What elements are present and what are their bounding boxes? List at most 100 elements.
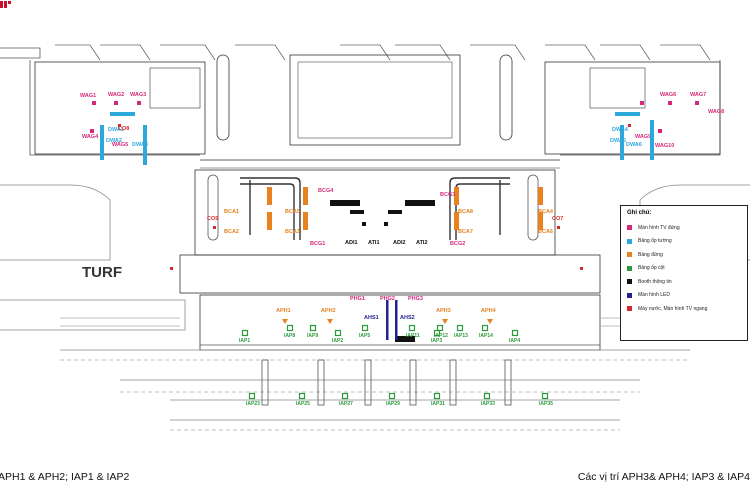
legend-swatch [627, 225, 632, 231]
legend-label: Màn hình LED [638, 292, 670, 299]
standing-board-marker [267, 212, 272, 230]
map-label-iap2: IAP2 [332, 338, 343, 344]
water-marker [628, 124, 631, 127]
water-marker [213, 226, 216, 229]
wall-panel-marker [100, 125, 104, 160]
map-label-co9: CO9 [207, 216, 218, 222]
legend-item: Bảng đứng [627, 248, 743, 262]
standing-board-marker [454, 212, 459, 230]
map-label-ahs1: AHS1 [364, 315, 379, 321]
water-marker [580, 267, 583, 270]
tv-marker [92, 101, 96, 105]
legend-swatch [627, 306, 632, 312]
tv-marker [695, 101, 699, 105]
map-label-aph1: APH1 [276, 308, 291, 314]
led-marker [386, 300, 389, 340]
aph-marker [442, 319, 448, 324]
map-label-iap3: IAP3 [431, 338, 442, 344]
legend-item: Màn hình LED [627, 289, 743, 303]
brand-logo [0, 1, 11, 8]
legend-label: Màn hình TV đứng [638, 224, 680, 231]
map-label-bca1: BCA1 [224, 209, 239, 215]
standing-board-marker [538, 187, 543, 205]
map-label-wag1: WAG1 [80, 93, 96, 99]
turf-label: TURF [82, 264, 122, 281]
map-label-iap11: IAP11 [406, 333, 420, 339]
map-label-bca4: BCA4 [538, 209, 554, 215]
wall-panel-marker [650, 120, 654, 160]
map-marker [481, 324, 489, 332]
booth-marker [405, 200, 435, 206]
map-label-bca2: BCA2 [224, 229, 239, 235]
legend-swatch [627, 279, 632, 285]
map-marker [436, 324, 444, 332]
map-label-wag10: WAG10 [655, 143, 674, 149]
map-label-bcg1: BCG1 [310, 241, 325, 247]
map-label-iap35: IAP35 [539, 401, 553, 407]
map-label-iap4: IAP4 [509, 338, 520, 344]
map-label-iap8: IAP8 [284, 333, 295, 339]
map-label-co8: CO8 [118, 126, 129, 132]
legend-swatch [627, 265, 632, 271]
map-marker [388, 392, 396, 400]
map-label-wag5: WAG5 [112, 142, 128, 148]
map-label-dwa1: DWA1 [108, 127, 124, 133]
standing-board-marker [303, 187, 308, 205]
map-label-wag9: WAG9 [635, 134, 651, 140]
map-marker [408, 324, 416, 332]
map-label-adi2: ADI2 [393, 240, 406, 246]
map-label-dwa2: DWA2 [106, 138, 122, 144]
map-marker [541, 392, 549, 400]
legend-label: Bảng đứng [638, 251, 663, 258]
standing-board-marker [454, 187, 459, 205]
legend-label: Bảng ốp cột [638, 265, 665, 272]
standing-board-marker [267, 187, 272, 205]
map-label-bca3: BCA3 [285, 229, 300, 235]
legend-swatch [627, 292, 632, 298]
map-label-wag3: WAG3 [130, 92, 146, 98]
wall-panel-marker [615, 112, 640, 116]
legend-label: Máy nước, Màn hình TV ngang [638, 305, 708, 312]
map-marker [248, 392, 256, 400]
booth-marker [395, 336, 415, 342]
map-label-iap29: IAP29 [386, 401, 400, 407]
legend-item: Bảng ốp cột [627, 262, 743, 276]
booth-marker [350, 210, 364, 214]
map-label-iap25: IAP25 [296, 401, 310, 407]
aph-marker [327, 319, 333, 324]
tv-marker [90, 129, 94, 133]
map-label-iap31: IAP31 [431, 401, 445, 407]
map-label-ahs2: AHS2 [400, 315, 415, 321]
map-label-wag4: WAG4 [82, 134, 99, 140]
legend-item: Bảng ốp tường [627, 235, 743, 249]
map-marker [298, 392, 306, 400]
map-label-dwa5: DWA5 [610, 138, 626, 144]
map-marker [286, 324, 294, 332]
map-label-iap23: IAP23 [246, 401, 260, 407]
map-label-iap33: IAP33 [481, 401, 495, 407]
map-label-aph3: APH3 [436, 308, 451, 314]
legend-swatch [627, 238, 632, 244]
map-label-iap9: IAP9 [307, 333, 318, 339]
legend-swatch [627, 252, 632, 258]
map-label-iap14: IAP14 [479, 333, 493, 339]
tv-marker [658, 129, 662, 133]
map-marker [241, 329, 249, 337]
aph-marker [282, 319, 288, 324]
map-label-wag6: WAG6 [660, 92, 676, 98]
water-marker [170, 267, 173, 270]
map-label-bca8: BCA8 [458, 209, 473, 215]
map-label-dwa6: DWA6 [626, 142, 642, 148]
map-label-iap13: IAP13 [454, 333, 468, 339]
caption-right: Các vị trí APH3& APH4; IAP3 & IAP4 [577, 471, 750, 483]
aph-marker [487, 319, 493, 324]
map-label-bca7: BCA7 [458, 229, 473, 235]
map-label-wag2: WAG2 [108, 92, 124, 98]
map-label-wag7: WAG7 [690, 92, 706, 98]
booth-marker [330, 200, 360, 206]
water-marker [557, 226, 560, 229]
water-marker [118, 124, 121, 127]
